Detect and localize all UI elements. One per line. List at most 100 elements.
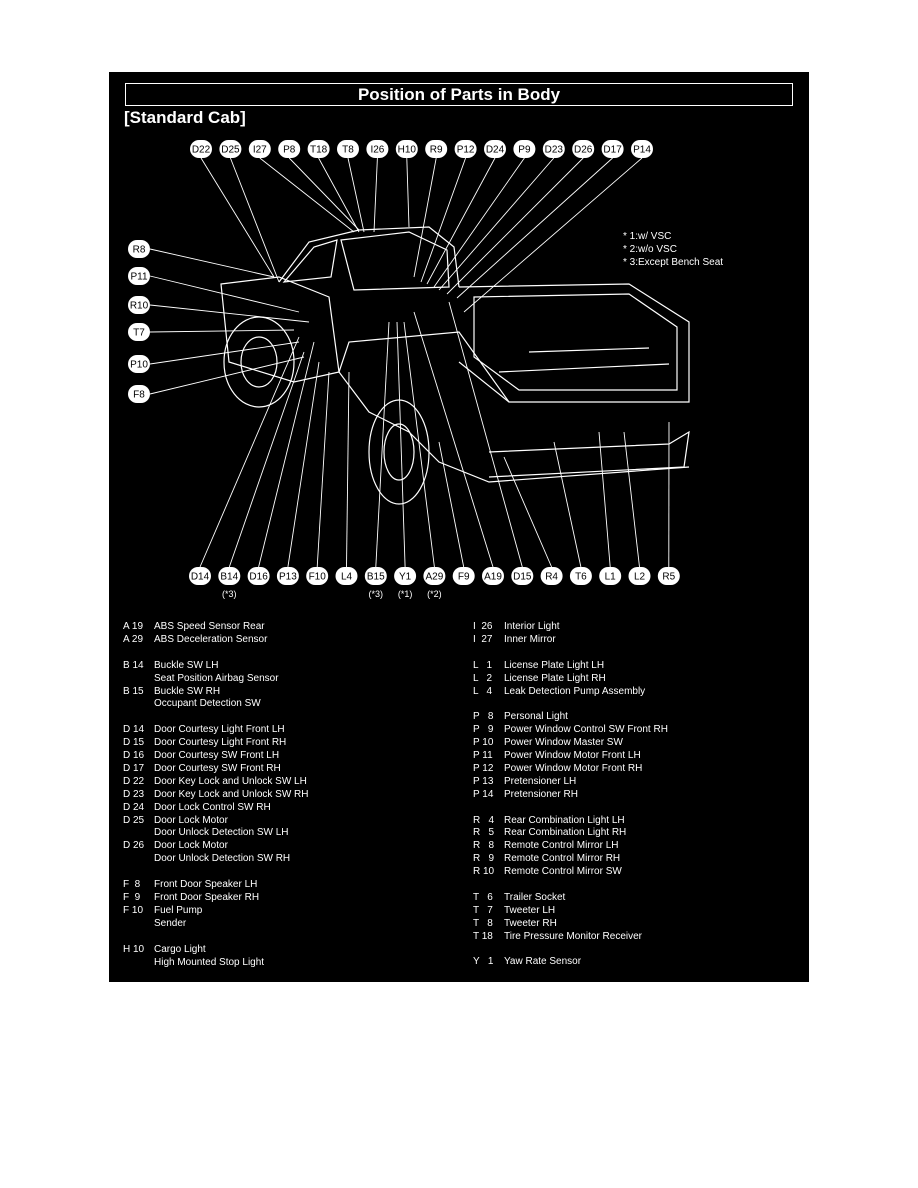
part-code: D 25: [123, 814, 145, 826]
part-name: Door Unlock Detection SW LH: [154, 827, 289, 839]
part-name: Power Window Control SW Front RH: [504, 724, 668, 736]
svg-text:D23: D23: [545, 145, 564, 156]
part-code: B 15: [123, 685, 144, 697]
leader-line: [149, 248, 275, 278]
leader-line: [406, 157, 410, 228]
part-name: Power Window Motor Front RH: [504, 762, 643, 774]
part-code: [123, 698, 154, 711]
leader-lines: [149, 157, 670, 568]
svg-text:P11: P11: [130, 272, 147, 283]
part-code: L 1: [473, 659, 493, 671]
part-name: Yaw Rate Sensor: [504, 956, 582, 968]
leader-line: [403, 321, 435, 568]
part-code: F 10: [123, 904, 144, 916]
part-name: Door Courtesy SW Front LH: [154, 750, 280, 762]
part-name: Door Lock Motor: [154, 814, 228, 826]
connector-d15: D15: [511, 567, 534, 585]
part-name: Cargo Light: [154, 943, 206, 955]
part-code: [123, 957, 154, 970]
leader-line: [438, 441, 465, 568]
part-code: D 16: [123, 750, 145, 762]
connector-r9: R9: [425, 140, 448, 158]
list-item: D 16 Door Courtesy SW Front LH: [123, 750, 309, 763]
connector-h10: H10: [395, 140, 418, 158]
leader-line: [228, 351, 305, 568]
part-name: Door Courtesy Light Front LH: [154, 724, 285, 736]
part-code: T 7: [473, 904, 493, 916]
part-name: Tweeter RH: [504, 917, 557, 929]
part-name: Front Door Speaker LH: [154, 879, 258, 891]
page-title: Position of Parts in Body: [125, 83, 793, 106]
part-code: P 14: [473, 788, 494, 800]
svg-text:H10: H10: [398, 145, 417, 156]
svg-text:P9: P9: [518, 145, 531, 156]
part-name: Remote Control Mirror SW: [504, 866, 622, 878]
part-code: L 4: [473, 685, 493, 697]
list-gap: [123, 647, 309, 660]
list-item: D 26 Door Lock Motor: [123, 840, 309, 853]
part-code: P 9: [473, 724, 494, 736]
part-code: R 4: [473, 814, 495, 826]
list-item: Sender: [123, 918, 309, 931]
part-name: Door Lock Control SW RH: [154, 801, 271, 813]
part-name: Leak Detection Pump Assembly: [504, 685, 646, 697]
part-code: D 26: [123, 840, 145, 852]
connector-t18: T18: [307, 140, 330, 158]
leader-line: [259, 157, 355, 233]
leader-line: [200, 157, 275, 278]
list-item: Door Unlock Detection SW RH: [123, 853, 309, 866]
svg-text:R4: R4: [545, 572, 558, 583]
part-name: Buckle SW LH: [154, 659, 219, 671]
list-gap: [473, 944, 668, 957]
svg-text:D26: D26: [574, 145, 593, 156]
svg-text:L2: L2: [634, 572, 646, 583]
svg-text:D17: D17: [603, 145, 622, 156]
leader-line: [199, 336, 300, 568]
leader-line: [258, 341, 315, 568]
leader-line: [149, 341, 300, 365]
list-item: Occupant Detection SW: [123, 698, 309, 711]
part-name: Sender: [154, 917, 187, 929]
leader-line: [229, 157, 280, 283]
part-name: Door Lock Motor: [154, 840, 228, 852]
svg-text:D25: D25: [221, 145, 240, 156]
leader-line: [288, 157, 360, 231]
footnote: * 3:Except Bench Seat: [623, 257, 724, 268]
svg-text:R8: R8: [133, 245, 146, 256]
leader-line: [553, 441, 582, 568]
part-name: Remote Control Mirror LH: [504, 840, 619, 852]
svg-text:D22: D22: [192, 145, 211, 156]
leader-line: [413, 157, 437, 278]
list-item: High Mounted Stop Light: [123, 957, 309, 970]
list-item: D 25 Door Lock Motor: [123, 815, 309, 828]
svg-text:F8: F8: [133, 390, 145, 401]
connector-p11: P11: [128, 267, 150, 285]
connector-p10: P10: [128, 355, 150, 373]
part-code: [123, 918, 154, 931]
part-code: T 18: [473, 930, 493, 942]
part-code: B 14: [123, 659, 144, 671]
connector-d25: D25: [219, 140, 242, 158]
leader-line: [373, 157, 378, 233]
list-gap: [473, 879, 668, 892]
part-name: Seat Position Airbag Sensor: [154, 672, 279, 684]
svg-text:P14: P14: [633, 145, 651, 156]
connector-note: (*3): [369, 589, 384, 599]
svg-text:A29: A29: [426, 572, 444, 583]
part-code: A 19: [123, 621, 144, 632]
leader-line: [316, 371, 330, 568]
